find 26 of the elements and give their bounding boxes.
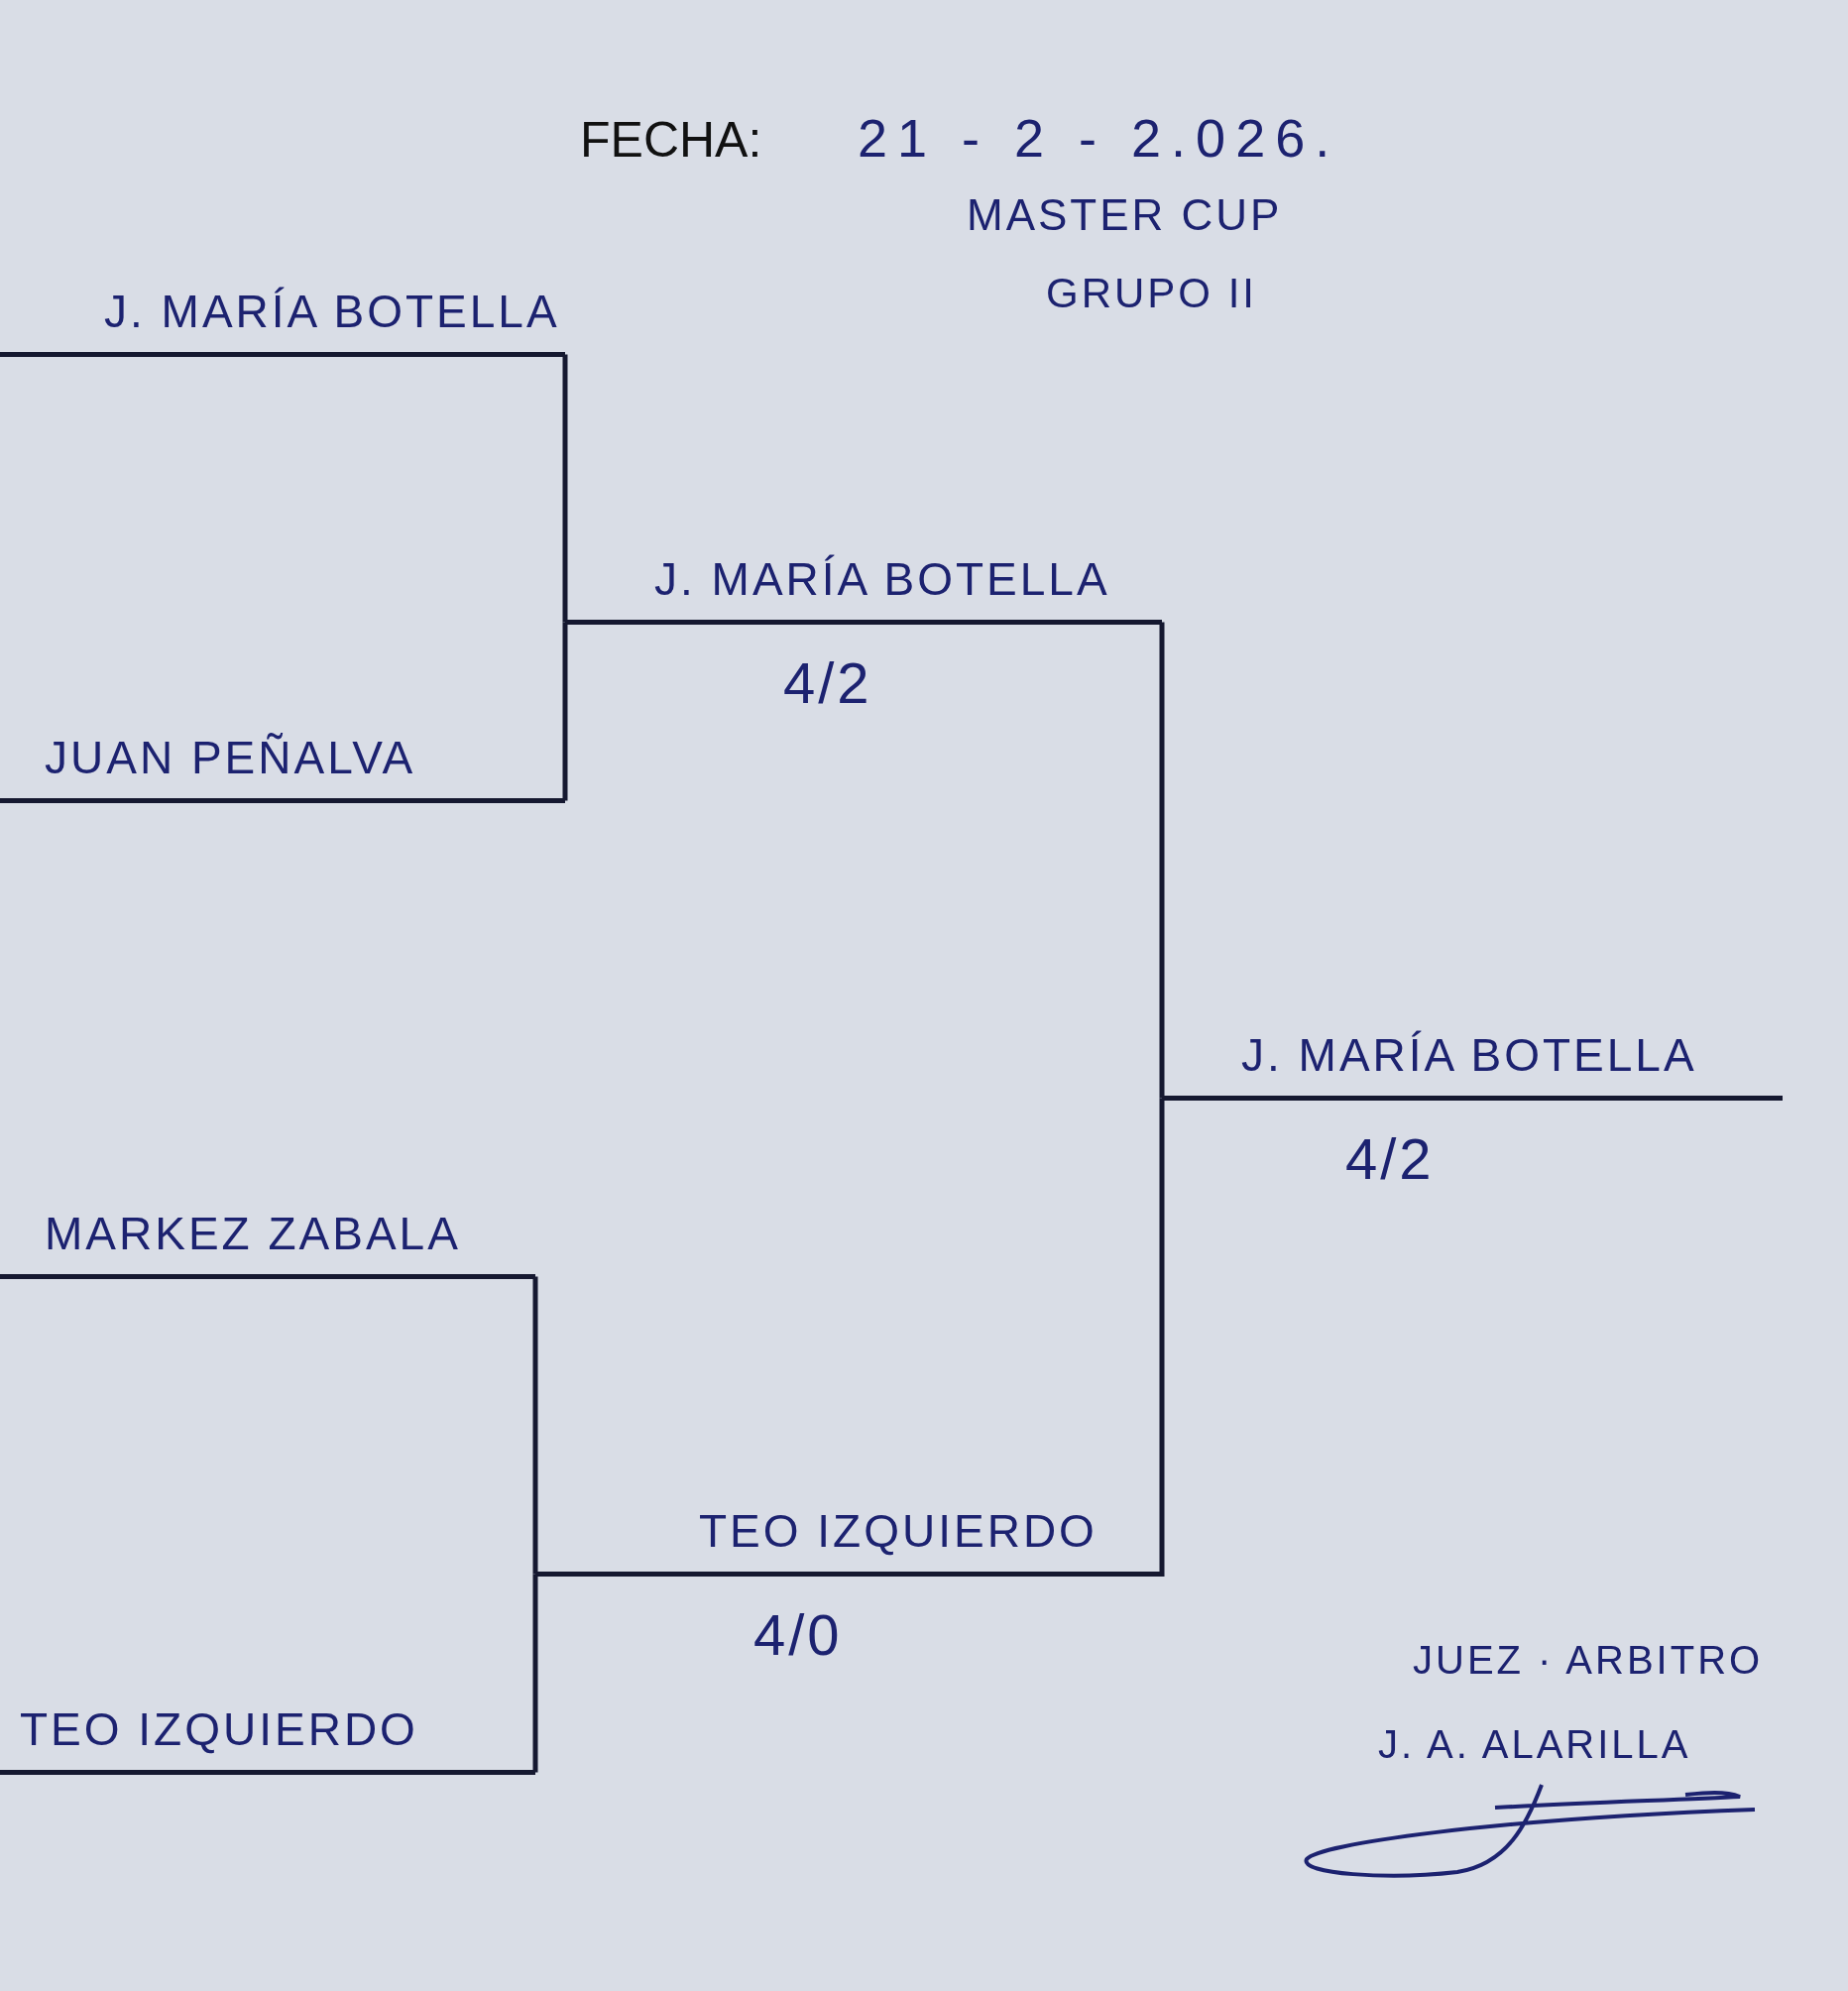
player-name: JUAN PEÑALVA: [45, 731, 416, 784]
bracket-line: [532, 1274, 538, 1575]
player-name: TEO IZQUIERDO: [20, 1702, 418, 1756]
score-text: 4/2: [783, 649, 872, 716]
bracket-slot: [1162, 1031, 1783, 1101]
score-text: 4/2: [1345, 1125, 1435, 1192]
date-label: FECHA:: [580, 111, 762, 169]
player-name: J. MARÍA BOTELLA: [104, 285, 560, 338]
bracket-slot: [0, 734, 565, 803]
bracket-line: [562, 622, 568, 803]
referee-name: J. A. ALARILLA: [1378, 1722, 1691, 1767]
player-name: MARKEZ ZABALA: [45, 1207, 461, 1260]
bracket-line: [1159, 620, 1165, 1099]
tournament-title: MASTER CUP: [967, 190, 1283, 240]
player-name: J. MARÍA BOTELLA: [654, 552, 1110, 606]
bracket-slot: [0, 288, 565, 357]
date-text: 21 - 2 - 2.026.: [858, 107, 1340, 169]
score-text: 4/0: [753, 1601, 843, 1668]
player-name: TEO IZQUIERDO: [699, 1504, 1097, 1558]
bracket-line: [562, 352, 568, 623]
player-name: J. MARÍA BOTELLA: [1241, 1028, 1697, 1082]
bracket-slot: [565, 555, 1162, 625]
bracket-line: [1157, 1098, 1165, 1577]
role-text: JUEZ · ARBITRO: [1413, 1638, 1764, 1683]
group-text: GRUPO II: [1046, 270, 1258, 317]
bracket-line: [532, 1574, 538, 1775]
